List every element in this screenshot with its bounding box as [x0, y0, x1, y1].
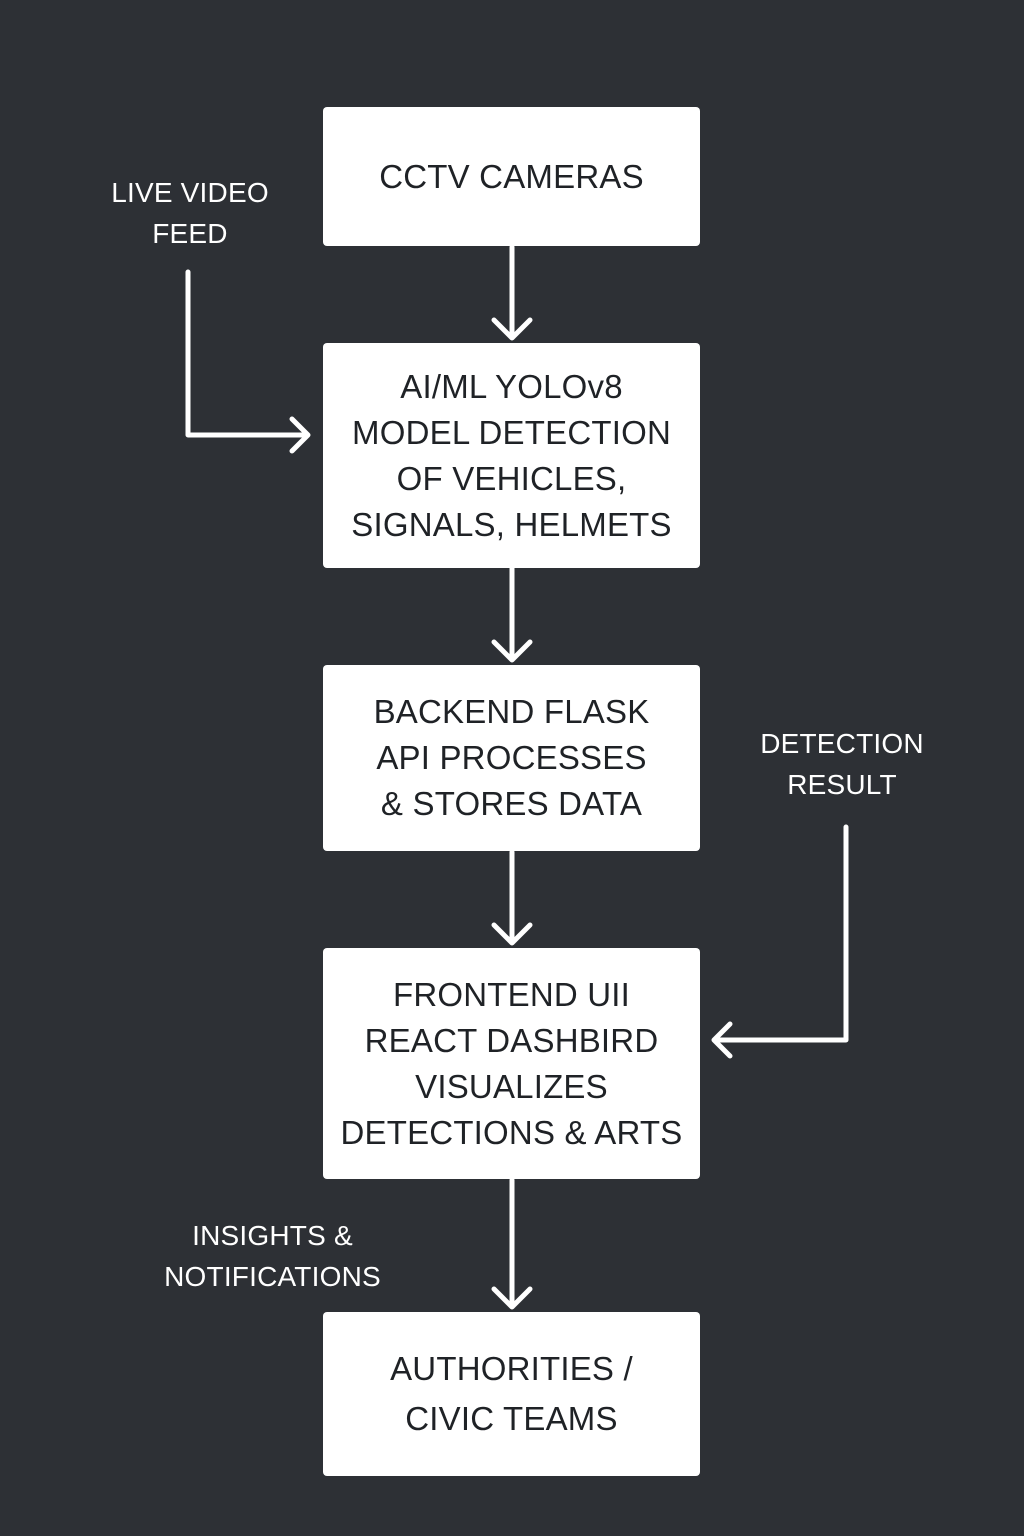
arrow-backend-to-frontend — [491, 849, 533, 946]
node-model-detection: AI/ML YOLOv8 MODEL DETECTION OF VEHICLES… — [323, 343, 700, 568]
node-frontend-dashboard-label: FRONTEND UII REACT DASHBIRD VISUALIZES D… — [340, 975, 683, 1151]
node-cctv-cameras-label: CCTV CAMERAS — [379, 157, 644, 195]
node-authorities-label: AUTHORITIES / CIVIC TEAMS — [390, 1350, 633, 1437]
arrow-live-feed-to-model — [185, 269, 311, 454]
arrow-frontend-to-authorities — [491, 1177, 533, 1310]
label-detection-result: DETECTION RESULT — [760, 728, 924, 800]
node-cctv-cameras: CCTV CAMERAS — [323, 107, 700, 246]
node-backend-api-label: BACKEND FLASK API PROCESSES & STORES DAT… — [373, 693, 650, 822]
arrow-model-to-backend — [491, 565, 533, 663]
node-backend-api: BACKEND FLASK API PROCESSES & STORES DAT… — [323, 665, 700, 851]
label-live-video-feed: LIVE VIDEO FEED — [111, 177, 269, 249]
arrow-detection-result-to-frontend — [711, 824, 849, 1059]
arrow-cctv-to-model — [491, 244, 533, 341]
node-frontend-dashboard: FRONTEND UII REACT DASHBIRD VISUALIZES D… — [323, 948, 700, 1179]
label-insights-notifications: INSIGHTS & NOTIFICATIONS — [164, 1220, 381, 1292]
node-authorities: AUTHORITIES / CIVIC TEAMS — [323, 1312, 700, 1476]
node-model-detection-label: AI/ML YOLOv8 MODEL DETECTION OF VEHICLES… — [351, 367, 672, 543]
